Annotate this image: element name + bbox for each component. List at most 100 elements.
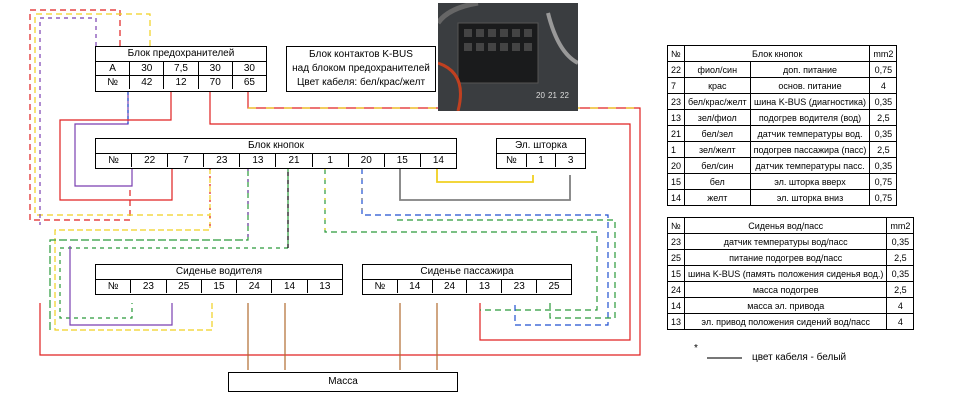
table-header-cell: Сиденья вод/пасс [684,217,888,234]
passenger-seat-title: Сиденье пассажира [420,266,514,277]
wire-12-7 [59,92,173,201]
table-cell: бел/крас/желт [684,93,751,110]
table-header-cell: mm2 [886,217,915,234]
table-header-cell: № [666,217,686,234]
button-pin: 20 [347,153,384,167]
table-cell: доп. питание [749,61,871,78]
table-cell: 0,75 [869,173,898,190]
fuse-amp-row: А 30 7,5 30 30 [96,61,267,75]
kbus-line2: над блоком предохранителей [292,63,430,74]
table-cell: фиол/син [684,61,751,78]
wire-15-curtain [399,168,571,201]
driver-seat-title: Сиденье водителя [175,266,263,277]
table-cell: датчик температуры пасс. [749,157,871,174]
table-cell: 4 [886,313,915,330]
connector-photo: 20 21 22 [438,3,578,111]
driver-pin: № [96,279,131,293]
table-cell: эл. шторка вверх [749,173,871,190]
table-cell: эл. шторка вниз [749,189,871,206]
fuse-cell: 30 [129,61,164,75]
wire-70 [209,92,631,341]
button-pin: 21 [275,153,312,167]
table-cell: 4 [869,77,898,94]
button-pin: 23 [203,153,240,167]
button-pin: 15 [383,153,420,167]
passenger-pin-row: № 14 24 13 23 25 [363,279,571,293]
passenger-pin: № [363,279,397,293]
table-cell: 15 [666,265,686,282]
table-header-cell: mm2 [869,45,898,62]
table-cell: 0,35 [886,233,915,250]
table-cell: 15 [666,173,686,190]
fuse-cell: 30 [231,61,267,75]
fuse-cell: 7,5 [163,61,198,75]
table-cell: 2,5 [886,249,915,266]
table-cell: 23 [666,233,686,250]
table-cell: масса эл. привода [684,297,888,314]
kbus-line3: Цвет кабеля: бел/крас/желт [296,77,426,88]
wire-23 [54,168,213,331]
ground-title: Масса [328,376,358,387]
table-cell: 2,5 [869,109,898,126]
wire-outer-red [29,9,131,221]
table-header-cell: Блок кнопок [684,45,871,62]
table-cell: питание подогрев вод/пасс [684,249,888,266]
table-cell: зел/желт [684,141,751,158]
fuse-cell: 70 [197,75,232,89]
button-pin: № [96,153,132,167]
wire-21 [59,168,289,319]
driver-pin: 15 [200,279,237,293]
button-pin: 14 [419,153,456,167]
table-cell: 1 [666,141,686,158]
table-cell: 13 [666,109,686,126]
photo-label: 20 [536,91,545,100]
button-pin-row: № 22 7 23 13 21 1 20 15 14 [96,153,456,167]
wire-1 [324,168,598,311]
button-pin: 1 [311,153,348,167]
driver-pin: 13 [306,279,342,293]
fuse-block: Блок предохранителей А 30 7,5 30 30 № 42… [95,46,267,92]
wire-13 [49,168,249,330]
wire-20 [361,168,609,326]
table-header-row: № Блок кнопок mm2 [666,45,898,62]
fuse-cell: 30 [197,61,232,75]
curtain-box: Эл. шторка № 1 3 [496,138,586,169]
fuse-cell: 42 [129,75,164,89]
driver-pin: 14 [271,279,307,293]
fuse-block-title: Блок предохранителей [127,48,235,59]
table-cell: датчик температуры вод/пасс [684,233,888,250]
wire-pass-25 [395,219,616,319]
curtain-pin: 3 [555,153,586,167]
table-cell: 13 [666,313,686,330]
table-cell: 20 [666,157,686,174]
legend-mark: * [694,343,698,354]
table-cell: 0,35 [869,93,898,110]
passenger-pin: 14 [396,279,432,293]
curtain-pin: № [497,153,526,167]
driver-pin: 25 [165,279,201,293]
table-cell: датчик температуры вод. [749,125,871,142]
table-cell: желт [684,189,751,206]
table-cell: 22 [666,61,686,78]
table-cell: 2,5 [869,141,898,158]
passenger-pin: 23 [501,279,537,293]
curtain-pin-row: № 1 3 [497,153,586,167]
table-cell: шина K-BUS (диагностика) [749,93,871,110]
passenger-pin: 24 [431,279,467,293]
photo-label: 21 [548,91,557,100]
kbus-line1: Блок контактов K-BUS [309,49,413,60]
table-cell: масса подогрев [684,281,888,298]
table-cell: бел/зел [684,125,751,142]
